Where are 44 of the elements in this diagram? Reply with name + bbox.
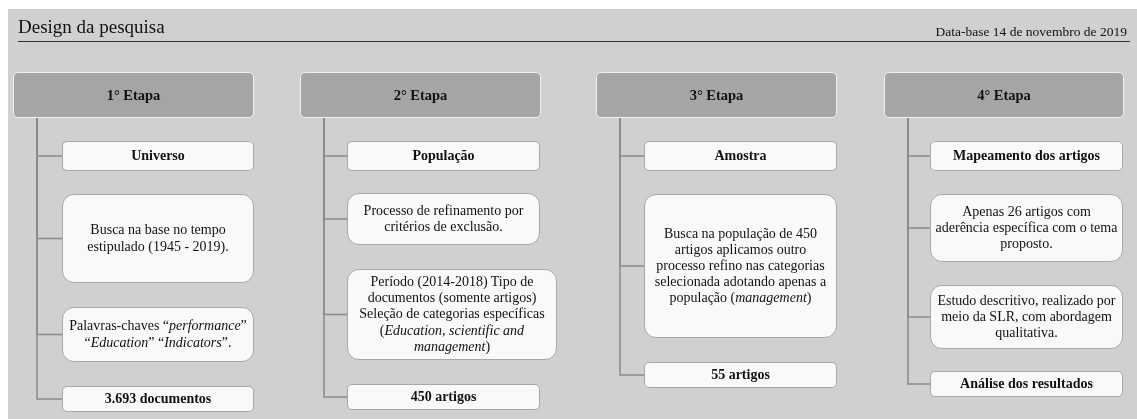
node-text: População [412,147,475,165]
stage-header-box [596,72,837,118]
node-text: Busca na base no tempo estipulado (1945 - 2019). [86,222,230,255]
node-text: 55 artigos [711,366,770,384]
node-text: Amostra [714,147,767,165]
result-box [347,384,540,410]
node-text: Busca na população de 450 artigos aplicamos outro processo refino nas categorias selecionada adotando apenas a população (management) [653,225,828,307]
diagram-title: Design da pesquisa [18,16,165,38]
node-text: 1° Etapa [106,86,161,104]
description-box [930,285,1123,349]
result-box [62,386,254,412]
node-text: Processo de refinamento por critérios de exclusão. [362,202,525,236]
connector-line [323,117,348,398]
result-box [62,141,254,171]
node-text: 4° Etapa [977,86,1031,104]
node-text: 3° Etapa [689,86,744,104]
result-box [347,141,540,171]
connector-line [36,117,63,400]
result-box [930,141,1123,171]
node-text: 3.693 documentos [104,390,212,408]
stage-header-box [13,72,254,118]
node-text: Análise dos resultados [960,375,1093,393]
node-text: Universo [131,147,185,165]
description-box [644,194,837,338]
connector-line [907,117,931,385]
date-note: Data-base 14 de novembro de 2019 [935,24,1127,40]
node-text: 450 artigos [410,388,477,406]
node-text: Estudo descritivo, realizado por meio da SLR, com abordagem qualitativa. [936,292,1117,342]
node-text: Apenas 26 artigos com aderência específica com o tema proposto. [935,203,1118,253]
node-text: Período (2014-2018) Tipo de documentos (somente artigos) Seleção de categorias específicas (Education, scientific and management) [358,274,546,355]
result-box [930,371,1123,397]
description-box [347,269,557,360]
stage-header-box [884,72,1124,118]
result-box [644,362,837,388]
description-box [930,194,1123,262]
node-text: 2° Etapa [393,86,448,104]
stage-header-box [300,72,541,118]
node-text: Mapeamento dos artigos [953,147,1100,165]
connector-line [619,117,645,376]
description-box [62,194,254,283]
node-text: Palavras-chaves “performance” “Education” “Indicators”. [68,318,248,351]
description-box [62,307,254,362]
result-box [644,141,837,171]
description-box [347,193,540,245]
